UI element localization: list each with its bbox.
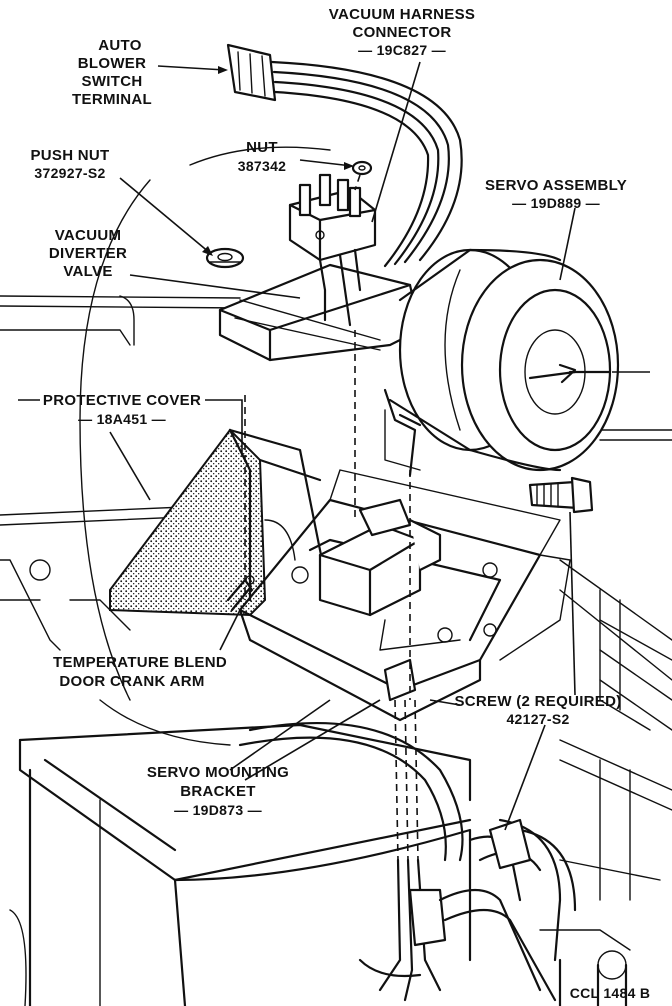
label-vacuum-diverter-line2: DIVERTER [49,245,127,262]
label-protective-cover-line1: PROTECTIVE COVER [43,392,201,409]
protective-cover-part [109,428,332,617]
label-auto-blower-line2: BLOWER [78,55,146,72]
label-push-nut: PUSH NUT 372927-S2 [30,147,109,181]
vacuum-hose-routing-lower [358,699,628,1006]
label-nut-part: 387342 [238,158,287,174]
label-servo-bracket-part: — 19D873 — [174,802,262,818]
servo-assembly-part [218,248,620,477]
label-protective-cover: PROTECTIVE COVER — 18A451 — [43,392,201,427]
label-servo-assembly-line1: SERVO ASSEMBLY [485,177,627,194]
label-auto-blower-line3: SWITCH [82,73,143,90]
vacuum-diverter-valve-part [288,173,377,327]
push-nut-part [205,247,245,269]
label-servo-bracket-line1: SERVO MOUNTING [147,764,289,781]
label-vacuum-diverter-line1: VACUUM [55,227,122,244]
screw-part [528,476,594,514]
label-auto-blower-line1: AUTO [98,37,141,54]
label-nut: NUT 387342 [238,139,287,174]
label-vacuum-harness-connector-part: — 19C827 — [358,42,446,58]
label-screw-part: 42127-S2 [506,711,569,727]
label-servo-mounting-bracket: SERVO MOUNTING BRACKET — 19D873 — [147,764,289,818]
label-vacuum-harness-connector-line2: CONNECTOR [352,24,451,41]
vacuum-harness-connector-part [226,43,463,268]
label-push-nut-line1: PUSH NUT [30,147,109,164]
label-temperature-blend-door-crank-arm: TEMPERATURE BLEND DOOR CRANK ARM [53,654,227,690]
label-screw-line1: SCREW (2 REQUIRED) [454,693,621,710]
label-servo-bracket-line2: BRACKET [180,783,255,800]
label-crank-arm-line2: DOOR CRANK ARM [59,673,204,690]
label-vacuum-diverter-valve: VACUUM DIVERTER VALVE [49,227,127,280]
dashboard-panel-background [0,146,672,951]
figure-code: CCL 1484 B [570,985,651,1001]
label-crank-arm-line1: TEMPERATURE BLEND [53,654,227,671]
nut-part [351,160,373,191]
label-vacuum-diverter-line3: VALVE [63,263,112,280]
servo-mounting-bracket-part [238,469,571,722]
heater-case-housing [9,721,472,1006]
assembly-centerlines [244,330,411,700]
label-vacuum-harness-connector-line1: VACUUM HARNESS [329,6,475,23]
label-screw: SCREW (2 REQUIRED) 42127-S2 [454,693,621,727]
label-auto-blower-line4: TERMINAL [72,91,152,108]
label-servo-assembly-part: — 19D889 — [512,195,600,211]
label-push-nut-part: 372927-S2 [34,165,105,181]
label-servo-assembly: SERVO ASSEMBLY — 19D889 — [485,177,627,211]
leader-lines [18,61,650,831]
label-auto-blower-switch-terminal: AUTO BLOWER SWITCH TERMINAL [72,37,152,108]
label-vacuum-harness-connector: VACUUM HARNESS CONNECTOR — 19C827 — [329,6,475,58]
label-nut-line1: NUT [246,139,278,156]
label-protective-cover-part: — 18A451 — [78,411,166,427]
